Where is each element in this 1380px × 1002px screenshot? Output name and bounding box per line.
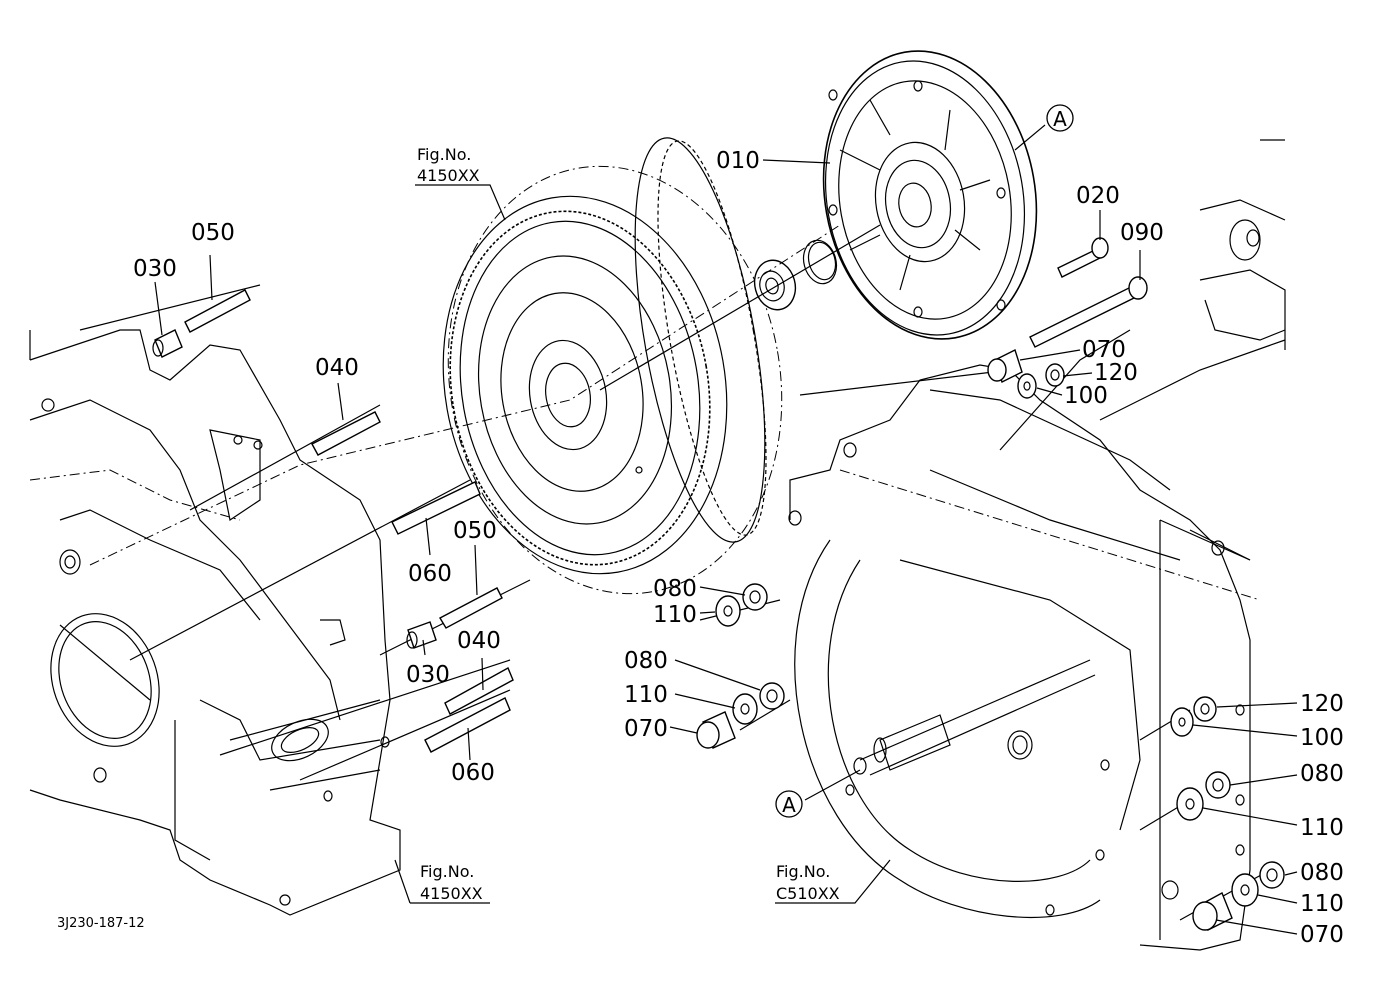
callout-labels: 010 020 090 070 120 100 050 030 040 060 … — [133, 148, 1344, 948]
callout-040: 040 — [457, 628, 501, 654]
input-shaft — [853, 659, 1096, 776]
collar-070-top — [987, 349, 1023, 383]
callout-080: 080 — [1300, 860, 1344, 886]
reference-mark-a-top: A — [1046, 104, 1074, 132]
stud-060-lower — [424, 697, 511, 753]
washer-110-c — [1176, 787, 1204, 821]
callout-050: 050 — [191, 220, 235, 246]
flywheel — [442, 137, 783, 595]
fig-no-label: Fig.No. — [420, 862, 474, 881]
washer-110-b — [732, 693, 758, 725]
callout-060: 060 — [451, 760, 495, 786]
callout-080: 080 — [624, 648, 668, 674]
washer-100-top — [1017, 373, 1037, 399]
callout-110: 110 — [1300, 815, 1344, 841]
nut-080-a — [742, 583, 768, 611]
nut-080-c — [1205, 771, 1231, 799]
callout-100: 100 — [1300, 725, 1344, 751]
damper-disc-010 — [822, 50, 1038, 340]
pin-030-lower — [406, 621, 437, 649]
washer-110-d — [1231, 873, 1259, 907]
stud-060-top — [391, 481, 481, 535]
washer-100-b — [1170, 707, 1194, 737]
snap-ring — [802, 239, 838, 285]
callout-080: 080 — [1300, 761, 1344, 787]
left-housing — [29, 329, 401, 916]
callout-070: 070 — [624, 716, 668, 742]
reference-mark-a-bottom: A — [775, 790, 803, 818]
callout-070: 070 — [1300, 922, 1344, 948]
nut-120-b — [1193, 696, 1217, 722]
leader-lines — [154, 124, 1298, 935]
callout-020: 020 — [1076, 183, 1120, 209]
callout-010: 010 — [716, 148, 760, 174]
stud-040-lower — [444, 667, 514, 715]
figure-reference-bottom-right: Fig.No. C510XX — [776, 862, 840, 903]
callout-050: 050 — [453, 518, 497, 544]
figure-reference-bottom-left: Fig.No. 4150XX — [420, 862, 483, 903]
right-housing — [788, 139, 1286, 951]
fig-no-value: 4150XX — [417, 166, 480, 185]
figure-reference-top: Fig.No. 4150XX — [417, 145, 480, 185]
stud-040-top — [311, 411, 381, 456]
fig-no-label: Fig.No. — [776, 862, 830, 881]
nut-080-d — [1259, 861, 1285, 889]
callout-030: 030 — [406, 662, 450, 688]
callout-110: 110 — [624, 682, 668, 708]
collar-070-b — [696, 711, 736, 749]
callout-090: 090 — [1120, 220, 1164, 246]
callout-120: 120 — [1094, 360, 1138, 386]
callout-100: 100 — [1064, 383, 1108, 409]
callout-110: 110 — [1300, 891, 1344, 917]
callout-070: 070 — [1082, 337, 1126, 363]
drawing-code: 3J230-187-12 — [57, 916, 145, 931]
pin-030-top — [152, 329, 183, 358]
bolt-090 — [1029, 276, 1148, 348]
callout-040: 040 — [315, 355, 359, 381]
callout-080: 080 — [653, 576, 697, 602]
callout-030: 030 — [133, 256, 177, 282]
callout-120: 120 — [1300, 691, 1344, 717]
assembly-axis-lines — [79, 224, 1271, 921]
washer-110-a — [715, 595, 741, 627]
fig-no-label: Fig.No. — [417, 145, 471, 164]
nut-120-top — [1045, 363, 1065, 387]
reference-mark-text: A — [1053, 107, 1067, 131]
callout-060: 060 — [408, 561, 452, 587]
stud-050-lower — [439, 587, 503, 629]
collar-070-c — [1192, 892, 1233, 931]
stud-050-top — [184, 289, 251, 333]
bolt-020 — [1057, 237, 1109, 278]
reference-mark-text: A — [782, 793, 796, 817]
bearing — [753, 259, 797, 311]
callout-110: 110 — [653, 602, 697, 628]
nut-080-b — [759, 682, 785, 710]
fig-no-value: 4150XX — [420, 884, 483, 903]
fig-no-value: C510XX — [776, 884, 840, 903]
